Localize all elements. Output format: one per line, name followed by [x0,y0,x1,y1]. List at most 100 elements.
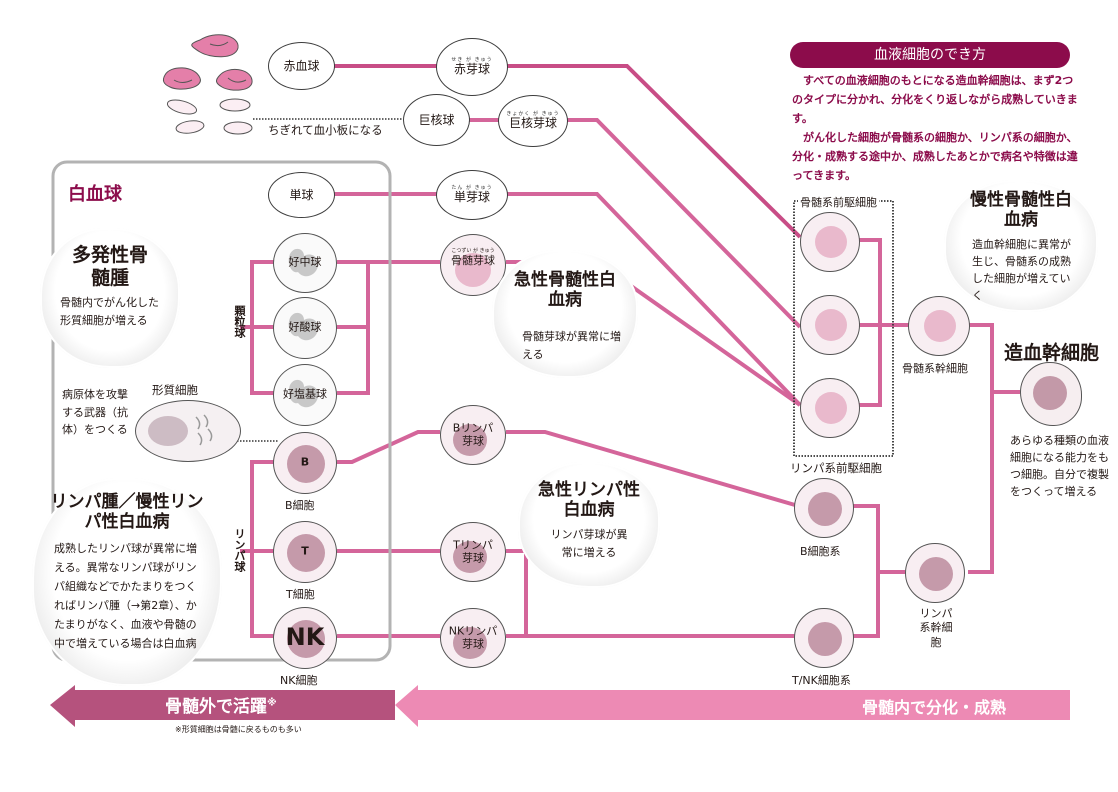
line-b-blymph [337,430,440,464]
line-lymphoid-bracket [853,504,880,638]
arrow-inside-shape [395,685,1070,727]
myeloid-progenitor-nucleus [815,309,847,341]
plasma-cell [135,400,241,462]
b-lymphoblast-label: Bリンパ芽球 [452,421,494,447]
b-cell-letter: B [300,455,310,469]
b-lymphoblast-nucleus [453,424,487,456]
t-cell-label: T細胞 [286,588,315,601]
b-lineage-label: B細胞系 [800,545,841,558]
rbc-oval: 赤血球 [268,42,335,90]
eosinophil-nucleus-icon [288,312,319,341]
myeloblast-label: 骨髄芽球 [451,253,495,267]
cml-body: 造血幹細胞に異常が生じ、骨髄系の成熟した細胞が増えていく [972,238,1071,303]
arrow-outside-note: ※形質細胞は骨髄に戻るものも多い [175,725,302,734]
neutrophil-cell: 好中球 [273,233,337,293]
wbc-box-border [51,160,392,662]
tnk-lineage-cell [794,608,854,668]
hsc-cell [1020,362,1082,426]
nk-lymphoblast-cell: NKリンパ芽球 [440,608,506,668]
platelet-note: ちぎれて血小板になる [268,123,383,137]
plasma-cell-er-icon [195,414,213,446]
cloud-myeloma: 多発性骨髄腫 骨髄内でがん化した形質細胞が増える [40,228,180,368]
myeloid-progenitor-cell-2 [800,295,860,355]
myeloid-progenitor-label: 骨髄系前駆細胞 [798,194,879,210]
line-myeloid-stem-hsc [968,323,994,574]
neutrophil-label: 好中球 [288,255,322,269]
b-lineage-nucleus [808,492,842,526]
t-cell: T [273,521,337,583]
erythroblast-ruby: せき が きゅう [451,57,493,64]
info-panel-text: すべての血液細胞のもとになる造血幹細胞は、まず2つのタイプに分かれ、分化をくり返… [792,72,1082,185]
myeloid-stem-cell [908,296,970,356]
nk-cell: NK [273,607,337,669]
all-body: リンパ芽球が異常に増える [550,528,628,559]
tnk-lineage-nucleus [808,622,842,656]
cloud-all: 急性リンパ性白血病 リンパ芽球が異常に増える [518,462,660,588]
myeloid-progenitor-cell-3 [800,378,860,438]
erythroblast-label: 赤芽球 [453,62,490,77]
arrow-outside-mark: ※ [267,697,277,709]
monocyte-label: 単球 [289,187,314,202]
myeloblast-nucleus [455,253,491,287]
hsc-title: 造血幹細胞 [1004,342,1100,364]
plasma-cell-label: 形質細胞 [152,383,198,397]
lymphocyte-label: リンパ球 [233,528,246,572]
nk-cell-letter: NK [285,623,325,652]
nk-lymphoblast-label: NKリンパ芽球 [448,624,498,650]
megakaryoblast-label: 巨核芽球 [508,116,557,131]
t-lymphoblast-nucleus [453,541,487,573]
basophil-label: 好塩基球 [283,387,327,401]
nk-cell-label: NK細胞 [280,674,318,687]
b-cell: B [273,432,337,494]
b-lymphoblast-cell: Bリンパ芽球 [440,405,506,465]
megakaryocyte-oval: 巨核球 [403,94,470,146]
lymphoma-title: リンパ腫／慢性リンパ性白血病 [50,492,204,533]
erythroblast-oval: せき が きゅう赤芽球 [436,38,508,96]
rbc-label: 赤血球 [283,58,320,73]
megakaryoblast-ruby: きょかく が きゅう [506,111,560,118]
arrow-inside-label: 骨髄内で分化・成熟 [862,698,1007,717]
megakaryocyte-label: 巨核球 [418,112,455,127]
lymphoid-progenitor-label: リンパ系前駆細胞 [790,461,882,475]
cloud-cml: 慢性骨髄性白血病 造血幹細胞に異常が生じ、骨髄系の成熟した細胞が増えていく [944,180,1098,312]
b-lineage-cell [794,478,854,538]
myeloblast-ruby: こつずい が きゅう [451,247,495,254]
aml-title: 急性骨髄性白血病 [514,270,616,311]
line-blymph-b-lineage [506,430,796,507]
cml-title: 慢性骨髄性白血病 [970,190,1072,231]
arrows [50,685,1070,727]
lymphoid-stem-nucleus [919,557,953,591]
hsc-description: あらゆる種類の血液細胞になる能力をもつ細胞。自分で複製をつくって増える [1010,434,1109,499]
all-title: 急性リンパ性白血病 [538,480,640,521]
basophil-nucleus-icon [288,379,319,408]
cloud-aml: 急性骨髄性白血病 骨髄芽球が異常に増える [492,250,638,378]
line-myeloid-bracket [858,238,882,407]
info-paragraph-2: がん化した細胞が骨髄系の細胞か、リンパ系の細胞か、分化・成熟する途中か、成熟した… [792,130,1078,182]
megakaryoblast-oval: きょかく が きゅう巨核芽球 [498,95,568,147]
lymphoid-stem-label: リンパ系幹細胞 [919,607,953,649]
myeloblast-text: こつずい が きゅう骨髄芽球 [441,247,505,267]
nk-cell-nucleus [287,620,325,658]
line-erythroblast-myeloid [506,64,802,239]
monoblast-label: 単芽球 [453,190,490,205]
eosinophil-label: 好酸球 [288,320,322,334]
tnk-lineage-label: T/NK細胞系 [792,674,851,687]
line-megablast-myeloid [565,118,802,329]
myeloid-progenitor-nucleus [815,392,847,424]
info-paragraph-1: すべての血液細胞のもとになる造血幹細胞は、まず2つのタイプに分かれ、分化をくり返… [792,74,1078,125]
rbc-icon [162,34,253,91]
t-cell-letter: T [301,544,309,558]
info-panel-title: 血液細胞のでき方 [790,42,1070,68]
rbc-illustration [162,34,253,135]
aml-body: 骨髄芽球が異常に増える [522,330,621,361]
myeloid-progenitor-nucleus [815,226,847,258]
myeloblast-cell: こつずい が きゅう骨髄芽球 [440,234,506,296]
plasma-note: 病原体を攻撃する武器（抗体）をつくる [62,388,128,437]
eosinophil-cell: 好酸球 [273,297,337,359]
lymphoma-body: 成熟したリンパ球が異常に増える。異常なリンパ球がリンパ組織などでかたまりをつくれ… [54,542,197,650]
granulocyte-label: 顆粒球 [233,305,246,338]
neutrophil-nucleus-icon [288,248,319,277]
basophil-cell: 好塩基球 [273,364,337,426]
